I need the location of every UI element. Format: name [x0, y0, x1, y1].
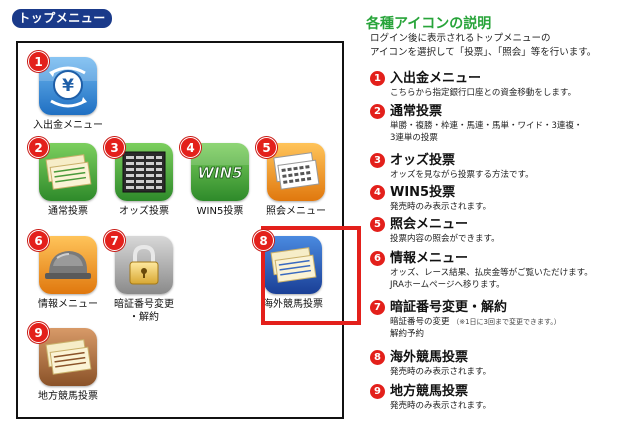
info-desc-line: アイコンを選択して「投票」、「照会」等を行います。: [370, 47, 597, 58]
info-item-9: 9 地方競馬投票 発売時のみ表示されます。: [370, 383, 635, 412]
tile-information-menu[interactable]: 6 情報メニュー: [28, 230, 108, 311]
info-item-1: 1 入出金メニュー こちらから指定銀行口座との資金移動をします。: [370, 70, 635, 99]
info-item-detail: 発売時のみ表示されます。: [390, 401, 492, 411]
info-desc-line: ログイン後に表示されるトップメニューの: [370, 33, 551, 44]
info-item-7: 7 暗証番号変更・解約 暗証番号の変更 （※1日に3回まで変更できます。） 解約…: [370, 299, 635, 340]
tile-inquiry-menu[interactable]: 5 照会メニュー: [256, 137, 336, 218]
info-item-4: 4 WIN5投票 発売時のみ表示されます。: [370, 184, 635, 213]
info-num: 7: [370, 300, 385, 315]
info-title: 各種アイコンの説明: [366, 16, 492, 32]
local-slips-icon: [39, 328, 97, 386]
info-num: 2: [370, 104, 385, 119]
info-item-3: 3 オッズ投票 オッズを見ながら投票する方法です。: [370, 152, 635, 181]
info-item-detail: 投票内容の照会ができます。: [390, 234, 500, 244]
tile-odds-betting[interactable]: 3 オッズ投票: [104, 137, 184, 218]
info-num: 1: [370, 71, 385, 86]
info-item-name: 照会メニュー: [390, 217, 469, 232]
badge-2: 2: [28, 137, 49, 158]
info-item-name: オッズ投票: [390, 153, 456, 168]
info-item-name: 通常投票: [390, 104, 443, 119]
tile-overseas-racing-betting[interactable]: 8 海外競馬投票: [253, 230, 333, 311]
top-menu-panel: 1 ¥ 入出金メニュー 2: [16, 41, 361, 419]
info-num: 9: [370, 384, 385, 399]
badge-6: 6: [28, 230, 49, 251]
info-item-detail: 3連単の投票: [390, 133, 438, 143]
overseas-slips-icon: [264, 236, 322, 294]
badge-5: 5: [256, 137, 277, 158]
info-num: 3: [370, 153, 385, 168]
tile-label-line2: ・解約: [129, 312, 159, 323]
odds-board-icon: [115, 143, 173, 201]
tile-label: 通常投票: [48, 206, 88, 217]
info-item-5: 5 照会メニュー 投票内容の照会ができます。: [370, 216, 635, 245]
yen-icon: ¥: [39, 57, 97, 115]
tile-label: 照会メニュー: [266, 206, 326, 217]
info-item-detail: こちらから指定銀行口座との資金移動をします。: [390, 88, 577, 98]
badge-4: 4: [180, 137, 201, 158]
info-item-6: 6 情報メニュー オッズ、レース結果、払戻金等がご覧いただけます。 JRAホーム…: [370, 250, 635, 291]
tile-label: 暗証番号変更: [114, 299, 174, 310]
info-item-detail: オッズを見ながら投票する方法です。: [390, 170, 534, 180]
tile-pin-change-cancel[interactable]: 7 暗証番号変更 ・解約: [104, 230, 184, 324]
info-item-detail-text: 暗証番号の変更: [390, 317, 450, 327]
badge-9: 9: [28, 322, 49, 343]
info-item-detail: 単勝・複勝・枠連・馬連・馬単・ワイド・3連複・: [390, 121, 583, 131]
info-item-name: 入出金メニュー: [390, 71, 482, 86]
betting-slips-icon: [39, 143, 97, 201]
tile-label: オッズ投票: [119, 206, 169, 217]
tile-local-racing-betting[interactable]: 9 地方競馬投票: [28, 322, 108, 403]
padlock-icon: [115, 236, 173, 294]
highlight-frame: [261, 226, 361, 325]
info-item-detail: 解約予約: [390, 329, 425, 339]
info-num: 8: [370, 350, 385, 365]
info-item-detail: 暗証番号の変更 （※1日に3回まで変更できます。）: [390, 316, 635, 328]
win5-icon: WIN5: [191, 143, 249, 201]
info-num: 4: [370, 185, 385, 200]
win5-icon-text: WIN5: [197, 164, 242, 182]
tile-normal-betting[interactable]: 2 通常投票: [28, 137, 108, 218]
info-item-name: 海外競馬投票: [390, 350, 469, 365]
info-item-8: 8 海外競馬投票 発売時のみ表示されます。: [370, 349, 635, 378]
info-item-name: WIN5投票: [390, 185, 456, 200]
tile-label: WIN5投票: [196, 206, 244, 217]
info-item-detail: オッズ、レース結果、払戻金等がご覧いただけます。: [390, 268, 593, 278]
tile-win5-betting[interactable]: 4 WIN5 WIN5投票: [180, 137, 260, 218]
tile-label: 情報メニュー: [38, 299, 98, 310]
tile-label: 地方競馬投票: [38, 391, 98, 402]
info-item-detail-note: （※1日に3回まで変更できます。）: [452, 318, 561, 326]
helmet-icon: [39, 236, 97, 294]
info-num: 5: [370, 217, 385, 232]
info-item-detail: 発売時のみ表示されます。: [390, 367, 492, 377]
svg-text:¥: ¥: [62, 76, 74, 96]
info-item-detail: JRAホームページへ移ります。: [390, 280, 505, 290]
info-item-detail: 発売時のみ表示されます。: [390, 202, 492, 212]
tile-label: 海外競馬投票: [263, 299, 323, 310]
top-menu-tab: トップメニュー: [12, 9, 112, 28]
badge-8: 8: [253, 230, 274, 251]
badge-7: 7: [104, 230, 125, 251]
info-item-name: 情報メニュー: [390, 251, 469, 266]
inquiry-slips-icon: [267, 143, 325, 201]
info-item-name: 地方競馬投票: [390, 384, 469, 399]
info-item-2: 2 通常投票 単勝・複勝・枠連・馬連・馬単・ワイド・3連複・ 3連単の投票: [370, 103, 635, 144]
info-description: ログイン後に表示されるトップメニューの アイコンを選択して「投票」、「照会」等を…: [370, 32, 635, 60]
info-item-name: 暗証番号変更・解約: [390, 300, 508, 315]
tile-label: 入出金メニュー: [33, 120, 103, 131]
tile-deposit-withdrawal[interactable]: 1 ¥ 入出金メニュー: [28, 51, 108, 132]
info-num: 6: [370, 251, 385, 266]
badge-3: 3: [104, 137, 125, 158]
badge-1: 1: [28, 51, 49, 72]
